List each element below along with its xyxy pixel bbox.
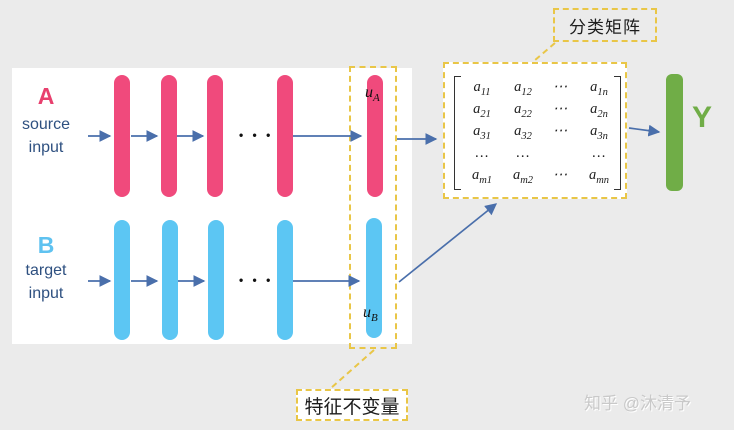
matrix-cell: a1n	[590, 78, 608, 98]
classification-matrix-callout: 分类矩阵	[553, 8, 657, 42]
feature-ua-sub: A	[373, 92, 380, 105]
branch-b-caption-line2: input	[28, 285, 64, 302]
arrow-ub-to-matrix	[398, 203, 498, 283]
matrix-cell: a22	[514, 100, 532, 120]
matrix-cell: a2n	[590, 100, 608, 120]
source-feature-bar	[367, 75, 383, 197]
source-layer-bar-2	[161, 75, 177, 197]
matrix-right-bracket	[614, 76, 621, 190]
arrow-matrix-to-output	[628, 124, 661, 137]
matrix-cell: a11	[473, 78, 491, 98]
target-layer-bar-1	[114, 220, 130, 340]
feature-invariant-label: 特征不变量	[304, 396, 400, 418]
branch-a-caption-line2: input	[28, 139, 64, 156]
feature-ua-label: uA	[365, 84, 380, 104]
output-y-label: Y	[692, 101, 713, 134]
source-layer-bar-3	[207, 75, 223, 197]
matrix-cell: amn	[588, 166, 610, 186]
branch-b-caption-line1: target	[25, 262, 67, 279]
matrix-cell: a32	[514, 122, 532, 142]
classification-matrix-label: 分类矩阵	[569, 17, 641, 37]
branch-a-letter: A	[37, 83, 55, 109]
feature-invariant-callout: 特征不变量	[296, 389, 408, 421]
feature-invariant-dashed-box	[349, 66, 397, 349]
matrix-cell: a21	[473, 100, 491, 120]
source-layer-bar-1	[114, 75, 130, 197]
callout-connector-matrix	[533, 42, 556, 62]
target-feature-bar	[366, 218, 382, 338]
feature-ub-label: uB	[363, 304, 378, 324]
branch-b-caption: target input	[6, 259, 86, 305]
classification-matrix: a11 a12 ⋯ a1n a21 a22 ⋯ a2n a31 a32 ⋯ a3…	[462, 77, 622, 187]
source-layer-bar-4	[277, 75, 293, 197]
matrix-cell: …	[592, 144, 606, 161]
feature-ub-sub: B	[371, 312, 378, 325]
target-layer-bar-3	[208, 220, 224, 340]
feature-ua-base: u	[365, 84, 373, 101]
matrix-cell: a3n	[590, 122, 608, 142]
target-layer-bar-2	[162, 220, 178, 340]
matrix-cell: am1	[471, 166, 493, 186]
branch-b-letter: B	[37, 232, 55, 258]
matrix-cell: ⋯	[552, 166, 568, 183]
source-ellipsis: • • •	[239, 128, 274, 142]
matrix-cell: a12	[514, 78, 532, 98]
matrix-left-bracket	[454, 76, 461, 190]
matrix-cell: a31	[473, 122, 491, 142]
matrix-cell: ⋯	[552, 78, 568, 95]
output-bar	[666, 74, 683, 191]
branch-a-caption-line1: source	[21, 116, 71, 133]
matrix-cell: …	[475, 144, 489, 161]
matrix-cell: ⋯	[552, 122, 568, 139]
matrix-cell: …	[516, 144, 530, 161]
matrix-cell: am2	[512, 166, 534, 186]
target-layer-bar-4	[277, 220, 293, 340]
classification-matrix-dashed-box	[443, 62, 627, 199]
branch-a-caption: source input	[6, 113, 86, 159]
watermark: 知乎 @沐清予	[584, 394, 691, 413]
target-ellipsis: • • •	[239, 273, 274, 287]
callout-connector-feature	[330, 349, 375, 389]
feature-ub-base: u	[363, 304, 371, 321]
matrix-cell: ⋯	[552, 100, 568, 117]
